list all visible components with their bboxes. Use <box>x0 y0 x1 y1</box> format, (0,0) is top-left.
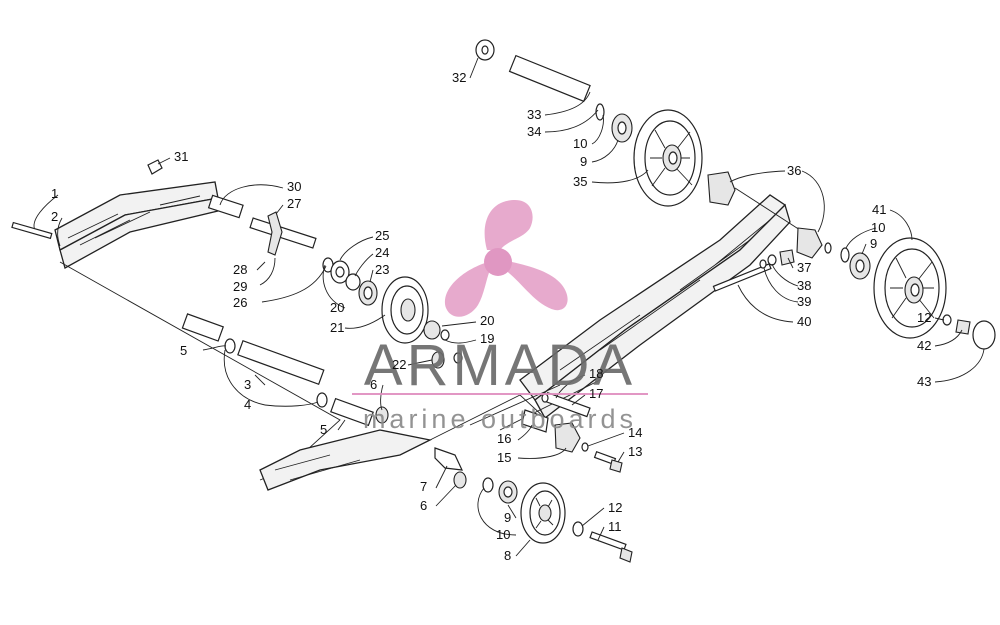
callout-14: 14 <box>628 425 642 440</box>
callout-18: 18 <box>589 366 603 381</box>
callout-24: 24 <box>375 245 389 260</box>
callout-15: 15 <box>497 450 511 465</box>
right-bolt-assembly <box>712 249 795 292</box>
leader-lines <box>11 57 985 557</box>
brand-tagline: marine outboards <box>363 404 637 434</box>
callout-5b: 5 <box>320 422 327 437</box>
propeller-hub <box>484 248 512 276</box>
callout-42: 42 <box>917 338 931 353</box>
callout-40: 40 <box>797 314 811 329</box>
callout-39: 39 <box>797 294 811 309</box>
callout-23: 23 <box>375 262 389 277</box>
callout-22: 22 <box>392 357 406 372</box>
callout-28: 28 <box>233 262 247 277</box>
callout-20b: 20 <box>480 313 494 328</box>
lower-wheel-assembly <box>434 447 633 563</box>
center-small-parts <box>423 320 463 369</box>
callout-10a: 10 <box>496 527 510 542</box>
propeller-blade-top <box>484 200 533 250</box>
callout-2: 2 <box>51 209 58 224</box>
callout-41: 41 <box>872 202 886 217</box>
propeller-blade-left <box>445 262 490 317</box>
callout-36: 36 <box>787 163 801 178</box>
callout-34: 34 <box>527 124 541 139</box>
callout-35: 35 <box>573 174 587 189</box>
upper-idler-shaft <box>147 159 378 306</box>
callout-29: 29 <box>233 279 247 294</box>
callout-13: 13 <box>628 444 642 459</box>
callout-9a: 9 <box>504 510 511 525</box>
callout-43: 43 <box>917 374 931 389</box>
callout-37: 37 <box>797 260 811 275</box>
callout-27: 27 <box>287 196 301 211</box>
callout-11: 11 <box>608 519 622 534</box>
callout-1: 1 <box>51 186 58 201</box>
callout-17: 17 <box>589 386 603 401</box>
callout-25: 25 <box>375 228 389 243</box>
callout-4: 4 <box>244 397 251 412</box>
callout-10b: 10 <box>573 136 587 151</box>
callout-12a: 12 <box>608 500 622 515</box>
brand-name: ARMADA <box>364 333 636 398</box>
callout-31: 31 <box>174 149 188 164</box>
propeller-blade-right <box>505 262 568 311</box>
callout-9c: 9 <box>870 236 877 251</box>
armada-watermark: ARMADA marine outboards <box>352 200 648 434</box>
callout-32: 32 <box>452 70 466 85</box>
callout-20a: 20 <box>330 300 344 315</box>
callout-6b: 6 <box>420 498 427 513</box>
callout-5a: 5 <box>180 343 187 358</box>
callout-6a: 6 <box>370 377 377 392</box>
callout-labels: 1 2 31 30 27 28 29 26 25 24 23 20 21 20 … <box>51 70 931 563</box>
wheel-41-assembly <box>840 237 996 350</box>
callout-38: 38 <box>797 278 811 293</box>
callout-3: 3 <box>244 377 251 392</box>
wheel-35 <box>633 109 703 207</box>
callout-9b: 9 <box>580 154 587 169</box>
lower-axles <box>181 313 389 427</box>
top-shaft-assembly <box>475 39 633 143</box>
mid-axle-parts <box>521 391 623 473</box>
callout-16: 16 <box>497 431 511 446</box>
callout-30: 30 <box>287 179 301 194</box>
callout-8: 8 <box>504 548 511 563</box>
callout-26: 26 <box>233 295 247 310</box>
axle-36 <box>707 171 832 259</box>
callout-19: 19 <box>480 331 494 346</box>
callout-10c: 10 <box>871 220 885 235</box>
callout-21: 21 <box>330 320 344 335</box>
callout-7: 7 <box>420 479 427 494</box>
callout-33: 33 <box>527 107 541 122</box>
wheel-21 <box>381 276 429 344</box>
callout-12b: 12 <box>917 310 931 325</box>
propeller-logo <box>445 200 568 317</box>
